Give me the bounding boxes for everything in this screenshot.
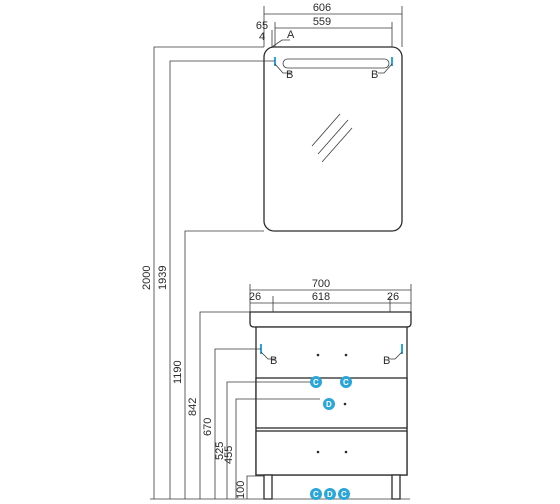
vanity-hole-1 [316,353,320,357]
marker-d-mid: D [323,398,335,410]
dim-2000-line [153,46,264,499]
dim-455-line [235,398,320,499]
vanity-point-b-right: B [383,355,390,367]
vanity-leader-b-right [389,351,403,360]
connection-markers: C C D C D C [310,376,352,500]
svg-text:C: C [341,490,347,499]
vanity-basin [249,311,412,328]
mirror-point-b-right: B [371,69,378,81]
dim-1190: 1190 [172,360,184,384]
svg-text:C: C [313,490,319,499]
vanity-dim-618: 618 [312,291,330,303]
marker-d-bottom: D [324,488,336,500]
vanity-hole-5 [344,450,348,454]
mirror-glare-line-1 [311,113,341,147]
marker-c-bottom-1: C [310,488,322,500]
vanity-dim-700: 700 [312,278,330,290]
dim-100-line [246,475,264,499]
marker-c-right: C [340,376,352,388]
dim-1190-line [184,230,264,499]
height-dimensions: 2000 1939 1190 842 670 525 455 100 [141,46,410,500]
svg-text:D: D [327,490,333,499]
svg-text:D: D [326,400,332,409]
dim-525: 525 [214,442,226,460]
dim-1939: 1939 [157,266,169,290]
vanity-point-b-left: B [270,355,277,367]
vanity-hole-2 [344,353,348,357]
vanity-dim-26-left: 26 [249,291,261,303]
dim-2000: 2000 [141,266,153,290]
vanity-leader-b-left [260,351,276,360]
mirror-dim-606: 606 [313,2,331,14]
dim-455: 455 [223,446,235,464]
dim-670-line [214,348,261,499]
dim-842-line [199,311,250,499]
mirror-leader-b-left [274,63,291,74]
mirror-light-strip [282,58,390,69]
svg-text:C: C [343,378,349,387]
dim-670: 670 [202,418,214,436]
mirror-glare-line-2 [317,119,349,155]
mirror-frame [263,46,403,232]
mirror-point-b-left: B [286,69,293,81]
svg-text:C: C [313,378,319,387]
marker-c-bottom-2: C [338,488,350,500]
mirror-assembly: B B A 606 559 65 4 [256,2,403,232]
vanity-hole-3 [343,402,347,406]
vanity-drawer-bottom [255,430,408,476]
mirror-dim-65: 65 [256,20,268,32]
dim-1939-line [169,60,275,499]
vanity-leg-left [263,474,273,500]
dim-100: 100 [235,481,247,499]
vanity-hole-4 [316,450,320,454]
mirror-dim-559: 559 [313,16,331,28]
vanity-leg-right [391,474,401,500]
mirror-dim-4: 4 [259,31,265,43]
mirror-glare-line-3 [321,127,353,163]
dim-525-line [226,381,313,499]
vanity-dim-26-right: 26 [387,291,399,303]
mirror-leader-b-right [378,63,393,74]
vanity-assembly: B B 700 26 618 26 [249,278,412,500]
dim-842: 842 [187,398,199,416]
mirror-point-a: A [287,29,295,41]
marker-c-left: C [310,376,322,388]
